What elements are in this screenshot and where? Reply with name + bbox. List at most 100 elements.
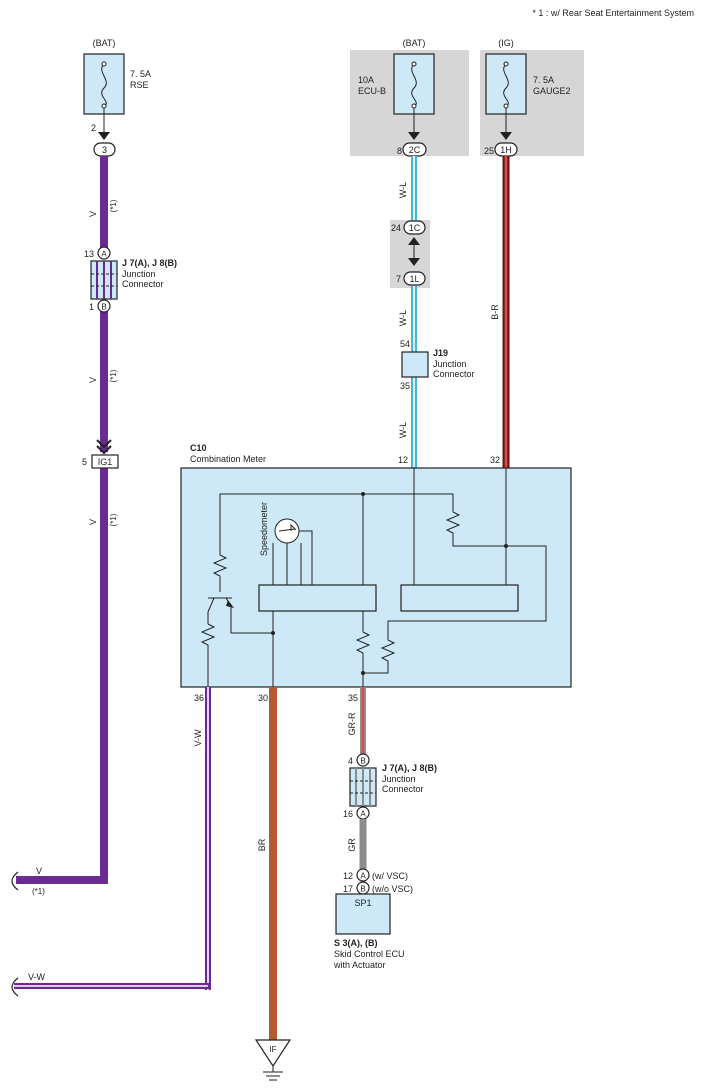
junction-connector-left: A B — [90, 246, 118, 313]
fuse-ecub-name: ECU-B — [358, 86, 386, 96]
fuse-gauge2-arrow-icon — [500, 132, 512, 140]
wire-br-red-label: B-R — [490, 304, 500, 320]
junction-connector-bottom: B A — [349, 753, 377, 820]
fuse-gauge2-source: (IG) — [498, 38, 514, 48]
inline-top-pin: 24 — [391, 223, 401, 233]
wire-v-label-3: V — [88, 519, 98, 525]
svg-text:IF: IF — [269, 1045, 276, 1054]
fuse-rse-name: RSE — [130, 80, 149, 90]
fuse-gauge2-icon — [503, 63, 509, 107]
svg-text:A: A — [360, 810, 366, 819]
wire-vw — [14, 687, 211, 990]
skid-name1: Skid Control ECU — [334, 949, 405, 959]
meter-pin-32: 32 — [490, 455, 500, 465]
connector-1l: 1L — [403, 271, 426, 286]
junction-j19 — [401, 351, 429, 378]
fuse-rse-icon — [101, 63, 107, 107]
skid-note-b: (w/o VSC) — [372, 884, 413, 894]
j19-sub1: Junction — [433, 359, 467, 369]
jc-bottom-bottom-conn: A — [356, 806, 370, 820]
wire-wl-label-3: W-L — [398, 422, 408, 438]
fuse-rse-rating: 7. 5A — [130, 69, 151, 79]
inline-connector: 1C 1L — [403, 220, 426, 286]
fuse-rse-pin: 2 — [91, 123, 96, 133]
jc-left-top-pin: 13 — [84, 249, 94, 259]
wire-grr-label: GR-R — [347, 712, 357, 735]
skid-box-label: SP1 — [354, 898, 371, 908]
ig1-pin: 5 — [82, 457, 87, 467]
svg-text:IG1: IG1 — [98, 457, 113, 467]
meter-code: C10 — [190, 443, 207, 453]
fuse-gauge2-pin: 25 — [484, 146, 494, 156]
svg-text:B: B — [101, 303, 106, 312]
fuse-ecub — [393, 53, 435, 115]
meter-name: Combination Meter — [190, 454, 266, 464]
inline-down-arrow-icon — [408, 258, 420, 266]
fuse-ecub-icon — [411, 63, 417, 107]
wire-br-label: BR — [257, 838, 267, 851]
output-resistor-icon — [355, 631, 371, 687]
wire-wl-label-1: W-L — [398, 182, 408, 198]
skid-pin-a: 12 — [343, 871, 353, 881]
connector-2c: 2C — [402, 142, 427, 157]
ig1-arrow-icon — [96, 439, 112, 455]
transistor-base-resistor-icon — [200, 623, 216, 687]
svg-text:B: B — [360, 757, 365, 766]
connector-1c: 1C — [403, 220, 426, 235]
combination-meter — [180, 467, 572, 688]
wire-wl-label-2: W-L — [398, 310, 408, 326]
jc-bottom-sub2: Connector — [382, 784, 424, 794]
jc-bottom-top-pin: 4 — [348, 756, 353, 766]
svg-text:1H: 1H — [500, 145, 512, 155]
wire-vw-label-end: V-W — [28, 972, 46, 982]
j19-sub2: Connector — [433, 369, 475, 379]
fuse-rse-source: (BAT) — [93, 38, 116, 48]
skid-control-ecu — [335, 893, 391, 935]
jc-left-title: J 7(A), J 8(B) — [122, 258, 177, 268]
jc-bottom-sub1: Junction — [382, 774, 416, 784]
fuse-ecub-source: (BAT) — [403, 38, 426, 48]
wire-v-end-label: V — [36, 866, 42, 876]
j19-bottom-pin: 35 — [400, 381, 410, 391]
fuse-ecub-arrow-icon — [408, 132, 420, 140]
fuse-gauge2-rating: 7. 5A — [533, 75, 554, 85]
feedback-resistor-icon — [363, 639, 396, 674]
connector-ig1: IG1 — [91, 454, 119, 469]
skid-connector-b: B — [356, 881, 370, 895]
meter-ic-left — [258, 584, 377, 612]
footnote: * 1 : w/ Rear Seat Entertainment System — [532, 8, 694, 18]
fuse-rse-arrow-icon — [98, 132, 110, 140]
j19-title: J19 — [433, 348, 448, 358]
resistor-icon — [445, 511, 461, 534]
fuse-gauge2-name: GAUGE2 — [533, 86, 571, 96]
wire-v-label-1: V — [88, 211, 98, 217]
meter-ic-right — [400, 584, 519, 612]
meter-speedometer-label: Speedometer — [259, 502, 269, 556]
skid-name2: with Actuator — [333, 960, 386, 970]
connector-1h: 1H — [494, 142, 518, 157]
ground-if: IF — [254, 1039, 292, 1081]
wire-v-break — [11, 871, 19, 891]
wire-v-note-1: (*1) — [109, 199, 118, 212]
svg-text:A: A — [360, 872, 366, 881]
fuse-ecub-pin: 8 — [397, 146, 402, 156]
svg-text:3: 3 — [102, 145, 107, 155]
jc-bottom-title: J 7(A), J 8(B) — [382, 763, 437, 773]
jc-left-bottom-conn: B — [97, 299, 111, 313]
j19-top-pin: 54 — [400, 339, 410, 349]
jc-bottom-bottom-pin: 16 — [343, 809, 353, 819]
skid-title: S 3(A), (B) — [334, 938, 378, 948]
jc-bottom-top-conn: B — [356, 753, 370, 767]
transistor-arrow-icon — [226, 600, 234, 608]
skid-pin-b: 17 — [343, 884, 353, 894]
inline-bottom-pin: 7 — [396, 274, 401, 284]
wire-vw-label: V-W — [193, 729, 203, 747]
speedometer-gauge-icon — [274, 518, 300, 544]
fuse-rse — [83, 53, 125, 115]
transistor-resistor-icon — [212, 554, 228, 592]
fuse-ecub-rating: 10A — [358, 75, 374, 85]
jc-left-sub2: Connector — [122, 279, 164, 289]
svg-text:1C: 1C — [409, 223, 421, 233]
meter-pin-30: 30 — [258, 693, 268, 703]
